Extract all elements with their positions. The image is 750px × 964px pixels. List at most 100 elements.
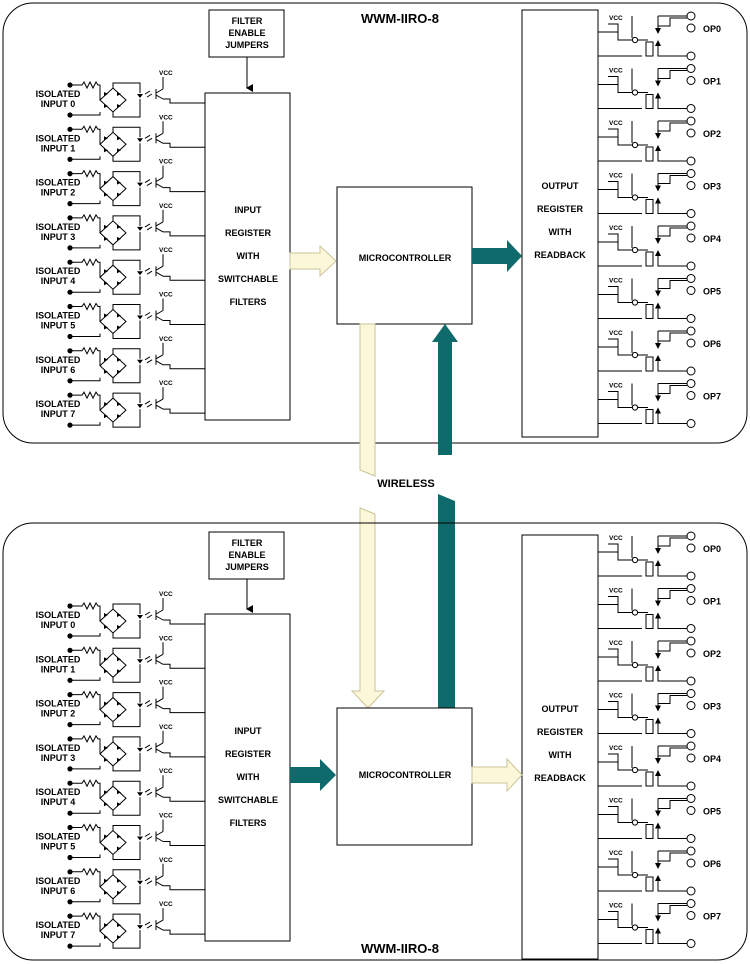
board-bottom-title: WWM-IIRO-8 bbox=[361, 941, 439, 956]
vcc-label: VCC bbox=[159, 292, 173, 299]
opto-led bbox=[137, 615, 143, 619]
output-terminal bbox=[686, 729, 696, 738]
svg-text:FILTER: FILTER bbox=[232, 16, 263, 26]
relay-contact bbox=[631, 819, 639, 826]
opto-light-arrows bbox=[144, 400, 153, 408]
bridge-diode bbox=[117, 104, 121, 108]
phototransistor bbox=[155, 919, 164, 931]
relay-contact-wire bbox=[657, 120, 687, 133]
input-resistor bbox=[70, 867, 101, 876]
output-terminal bbox=[686, 846, 696, 856]
phototransistor bbox=[155, 831, 164, 842]
vcc-label: VCC bbox=[159, 380, 173, 387]
wireless-tx-bar-bottom bbox=[438, 494, 455, 708]
relay-contact bbox=[631, 299, 639, 306]
svg-text:FILTERS: FILTERS bbox=[230, 297, 267, 307]
input-label-line1: ISOLATED bbox=[36, 89, 81, 99]
output-label: OP0 bbox=[703, 544, 721, 554]
relay-arrow-up bbox=[655, 770, 661, 776]
relay-contact-wire bbox=[657, 361, 687, 372]
bridge-wire bbox=[112, 885, 141, 905]
input-return-wire bbox=[70, 854, 101, 858]
board-bottom: WWM-IIRO-8 FILTER ENABLE JUMPERS INPUT R… bbox=[2, 522, 748, 961]
relay-coil bbox=[645, 304, 654, 319]
opto-led bbox=[137, 792, 143, 797]
output-label: OP6 bbox=[703, 339, 721, 349]
svg-text:SWITCHABLE: SWITCHABLE bbox=[218, 795, 278, 805]
input-signal-wire bbox=[163, 231, 205, 237]
opto-led bbox=[137, 659, 143, 664]
bridge-diode bbox=[117, 224, 121, 229]
bridge-rectifier bbox=[99, 308, 127, 335]
output-terminal bbox=[686, 753, 696, 763]
input-signal-wire bbox=[163, 320, 205, 325]
vcc-label: VCC bbox=[159, 680, 173, 687]
relay-coil-wire bbox=[598, 814, 648, 823]
vcc-label: VCC bbox=[609, 120, 623, 127]
output-terminal bbox=[686, 156, 696, 166]
svg-text:ENABLE: ENABLE bbox=[228, 28, 265, 38]
bridge-diode bbox=[104, 369, 108, 374]
bridge-diode bbox=[104, 757, 108, 762]
relay-contact-wire bbox=[657, 776, 687, 787]
bridge-rectifier bbox=[99, 264, 127, 290]
vcc-wire bbox=[608, 753, 619, 762]
vcc-wire bbox=[608, 543, 619, 552]
output-terminal bbox=[686, 858, 696, 868]
bridge-wire bbox=[112, 171, 141, 182]
bridge-diode bbox=[117, 136, 121, 141]
opto-light-arrows bbox=[144, 744, 153, 752]
output-terminal bbox=[686, 899, 696, 908]
svg-text:READBACK: READBACK bbox=[534, 773, 586, 783]
vcc-label: VCC bbox=[159, 336, 173, 343]
relay-coil bbox=[645, 719, 654, 734]
relay-arrow-down bbox=[655, 238, 661, 244]
relay-arrow-up bbox=[655, 145, 661, 151]
bridge-wire bbox=[112, 348, 141, 359]
bridge-diode bbox=[104, 325, 108, 330]
bridge-diode bbox=[104, 236, 108, 241]
opto-light-arrows bbox=[144, 179, 153, 187]
relay-coil bbox=[645, 771, 654, 787]
wireless-tx-bar-top bbox=[359, 323, 376, 477]
relay-contact-wire bbox=[657, 15, 687, 28]
output-terminal bbox=[686, 806, 696, 815]
vcc-wire bbox=[608, 128, 619, 137]
output-terminal bbox=[686, 419, 696, 428]
input-label-line2: INPUT 3 bbox=[41, 232, 76, 242]
input-resistor bbox=[70, 213, 101, 223]
input-signal-wire bbox=[163, 929, 205, 935]
input-signal-wire bbox=[163, 796, 205, 802]
input-return-wire bbox=[70, 333, 101, 337]
output-terminal bbox=[686, 209, 696, 218]
input-label-line1: ISOLATED bbox=[36, 311, 81, 321]
vcc-wire bbox=[608, 858, 619, 867]
input-resistor bbox=[70, 823, 101, 832]
output-label: OP7 bbox=[703, 392, 721, 402]
output-terminal bbox=[686, 781, 696, 791]
relay-coil bbox=[645, 199, 654, 214]
bridge-wire bbox=[112, 187, 141, 207]
phototransistor bbox=[155, 875, 164, 887]
relay-arrow-down bbox=[655, 80, 661, 87]
phototransistor bbox=[155, 177, 164, 189]
relay-contact bbox=[631, 609, 639, 616]
bridge-diode bbox=[104, 281, 108, 286]
relay-coil-wire bbox=[598, 551, 648, 561]
relay-contact-wire bbox=[657, 173, 687, 186]
relay-contact bbox=[631, 351, 639, 359]
bridge-rectifier bbox=[99, 608, 127, 634]
bridge-rectifier bbox=[99, 918, 127, 944]
input-signal-wire bbox=[163, 364, 205, 370]
relay-contact-wire bbox=[657, 46, 687, 57]
relay-coil-wire bbox=[598, 866, 648, 876]
output-terminal bbox=[686, 911, 696, 920]
relay-arrow-down bbox=[655, 758, 661, 764]
relay-contact-wire bbox=[657, 850, 687, 863]
relay-arrow-down bbox=[655, 290, 661, 297]
filter-jumpers-label: FILTER ENABLE JUMPERS bbox=[225, 538, 269, 572]
bridge-diode bbox=[117, 625, 121, 629]
input-return-wire bbox=[70, 898, 101, 903]
